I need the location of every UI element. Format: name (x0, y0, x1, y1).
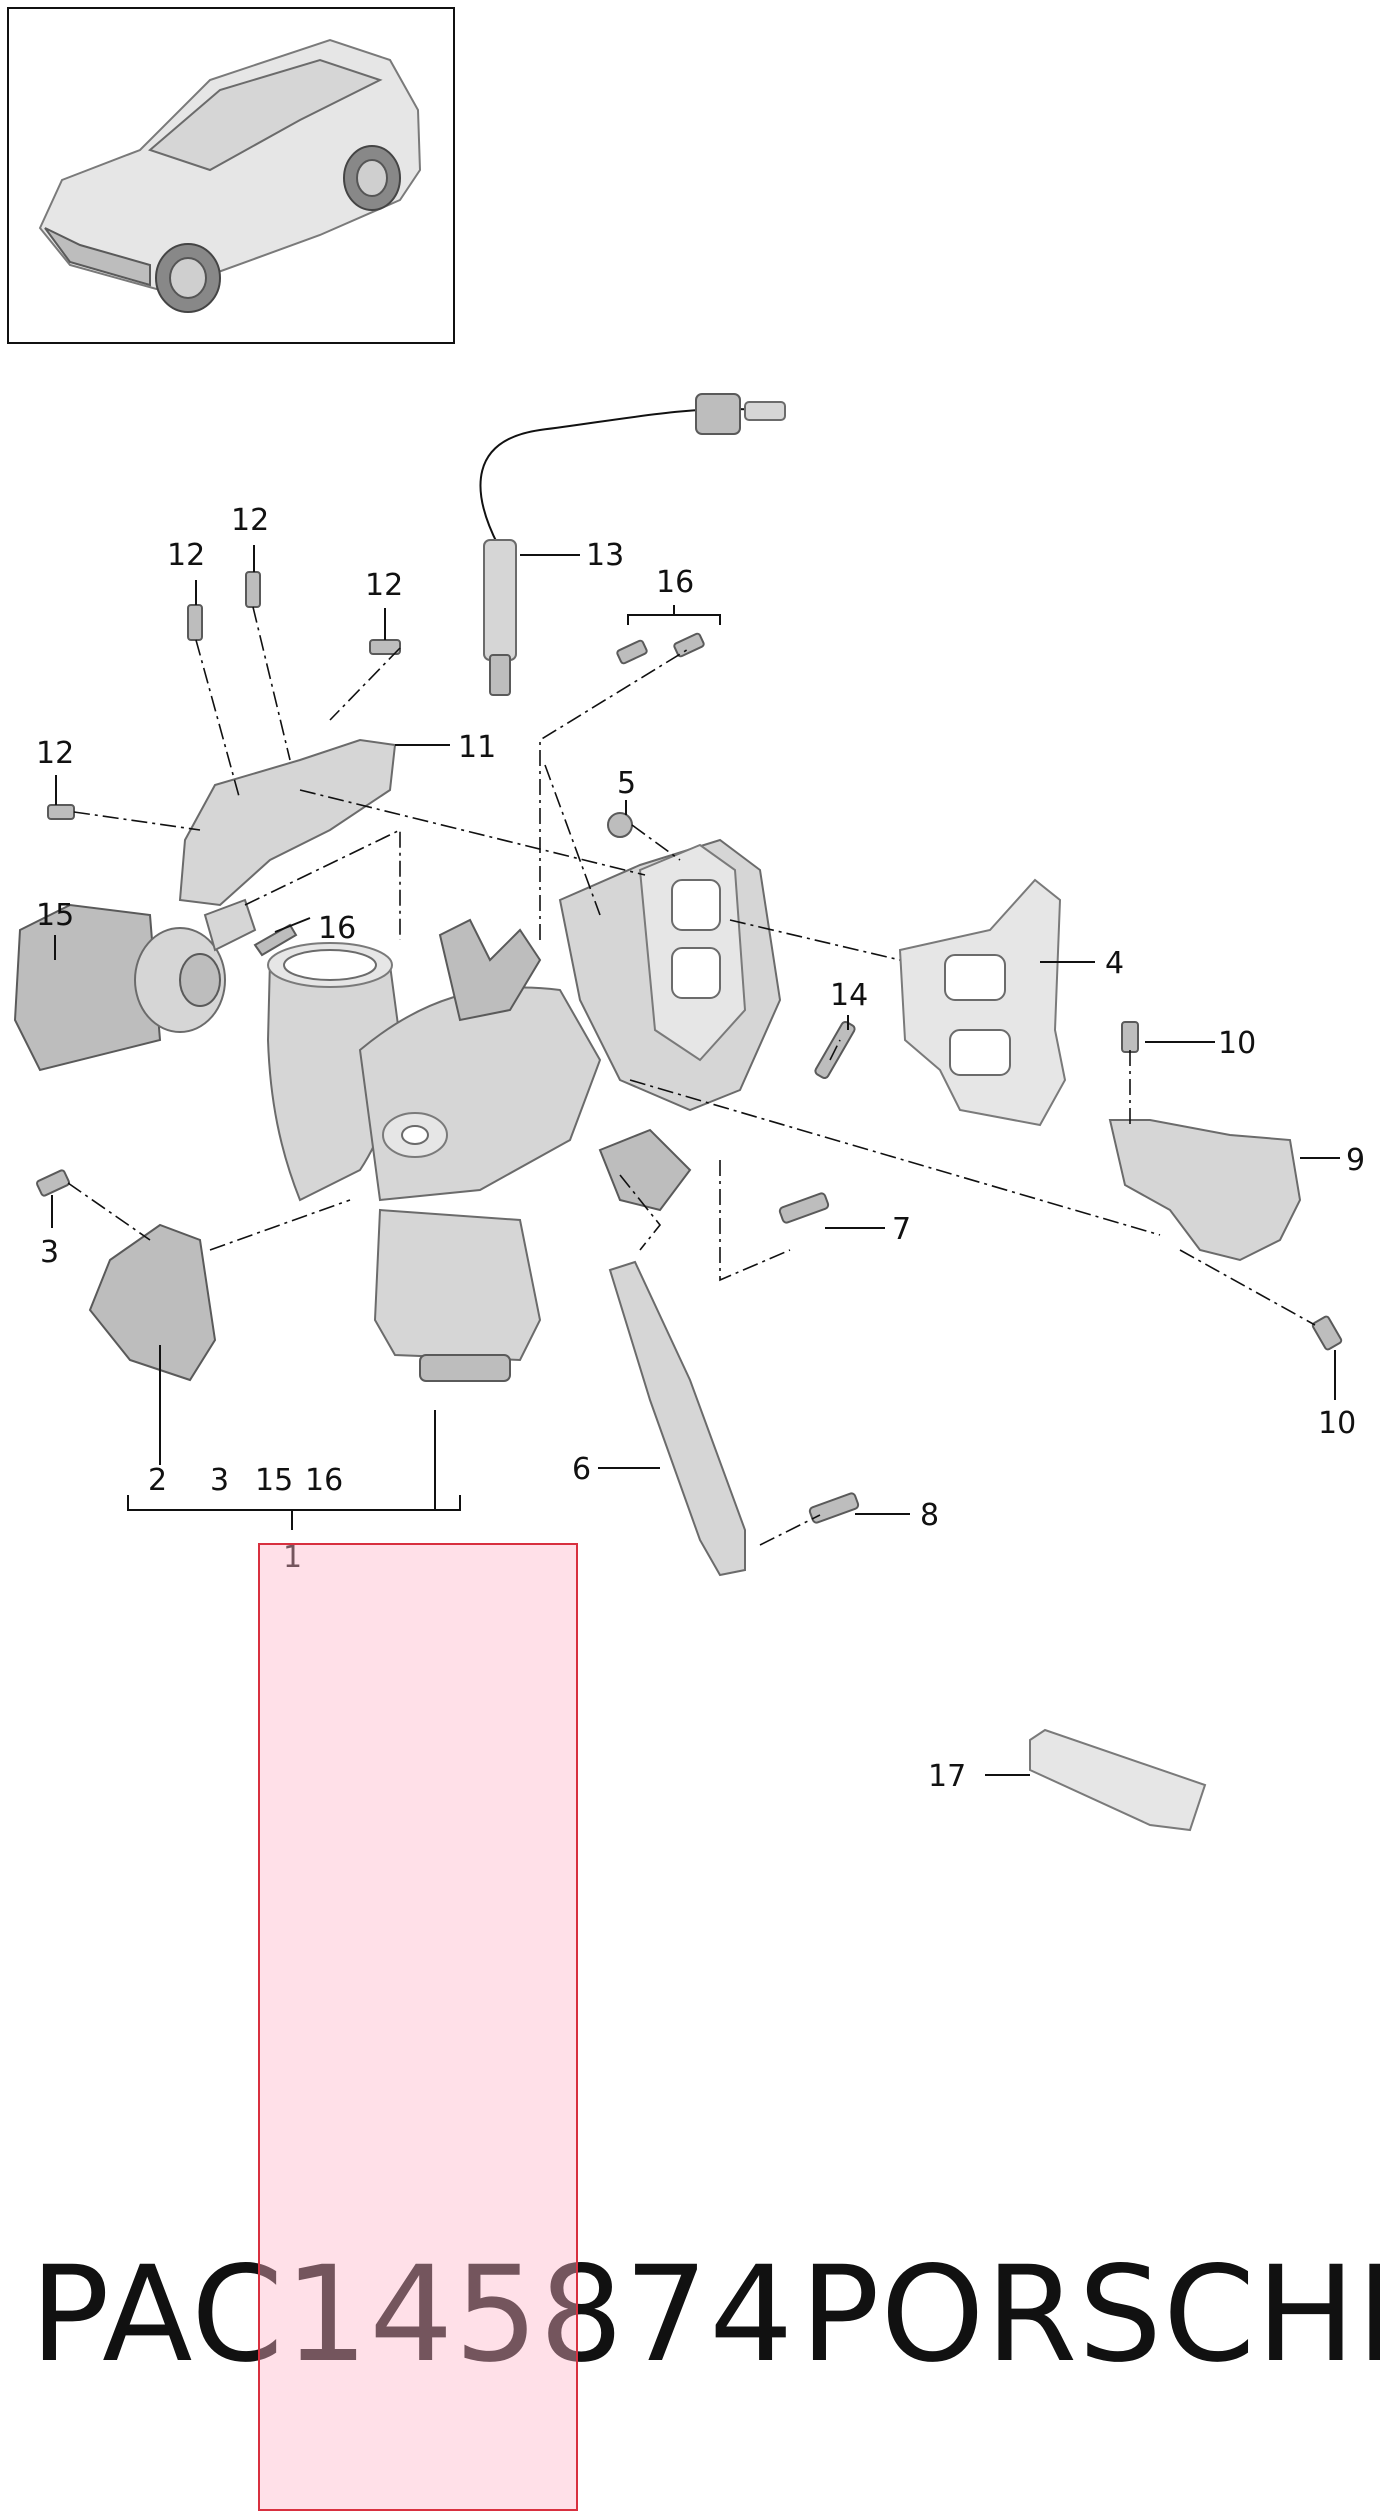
wastegate-actuator (13, 898, 257, 1072)
vehicle-thumbnail (7, 7, 455, 344)
callout-7: 7 (892, 1212, 911, 1247)
callout-3: 3 (40, 1235, 59, 1270)
callout-12: 12 (36, 736, 74, 771)
heat-shield-upper (178, 738, 397, 907)
gasket (898, 878, 1067, 1127)
oxygen-sensor (479, 393, 786, 696)
callout-4: 4 (1105, 946, 1124, 981)
callout-16: 16 (318, 911, 356, 946)
callout-13: 13 (586, 538, 624, 573)
gasket-port-upper (944, 954, 1006, 1001)
callout-16: 16 (656, 565, 694, 600)
callout-17: 17 (928, 1759, 966, 1794)
gasket-port-lower (949, 1029, 1011, 1076)
callouts: 12 12 12 12 13 16 11 5 15 16 14 4 10 9 3… (36, 503, 1365, 1794)
assembly-lines (67, 606, 1316, 1546)
car-icon (38, 38, 422, 313)
footer-caption: PAC145874 PORSCHE (0, 2230, 1380, 2400)
selection-highlight (258, 1543, 578, 2511)
callout-5: 5 (617, 766, 636, 801)
callout-14: 14 (830, 978, 868, 1013)
parts (13, 393, 1343, 1832)
bolts (36, 571, 1343, 1524)
callout-15: 15 (36, 898, 74, 933)
callout-8: 8 (920, 1498, 939, 1533)
brand-label: PORSCHE (800, 2238, 1380, 2392)
turbo-cover (88, 1223, 217, 1382)
callout-1: 1 (283, 1540, 302, 1575)
callout-2: 2 (148, 1463, 167, 1498)
callout-6: 6 (572, 1452, 591, 1487)
part-number-label: PAC145874 (30, 2238, 795, 2392)
callout-12: 12 (231, 503, 269, 538)
callout-11: 11 (458, 730, 496, 765)
support-bracket (1108, 1119, 1302, 1262)
callout-9: 9 (1346, 1143, 1365, 1178)
callout-15: 15 (255, 1463, 293, 1498)
turbocharger-assembly (266, 838, 782, 1382)
callout-12: 12 (167, 538, 205, 573)
callout-10: 10 (1318, 1406, 1356, 1441)
leader-lines (51, 545, 1340, 1776)
callout-12: 12 (365, 568, 403, 603)
sealant-tube (1029, 1728, 1207, 1832)
callout-3: 3 (210, 1463, 229, 1498)
callout-10: 10 (1218, 1026, 1256, 1061)
support-arm (608, 1260, 746, 1577)
callout-16: 16 (305, 1463, 343, 1498)
